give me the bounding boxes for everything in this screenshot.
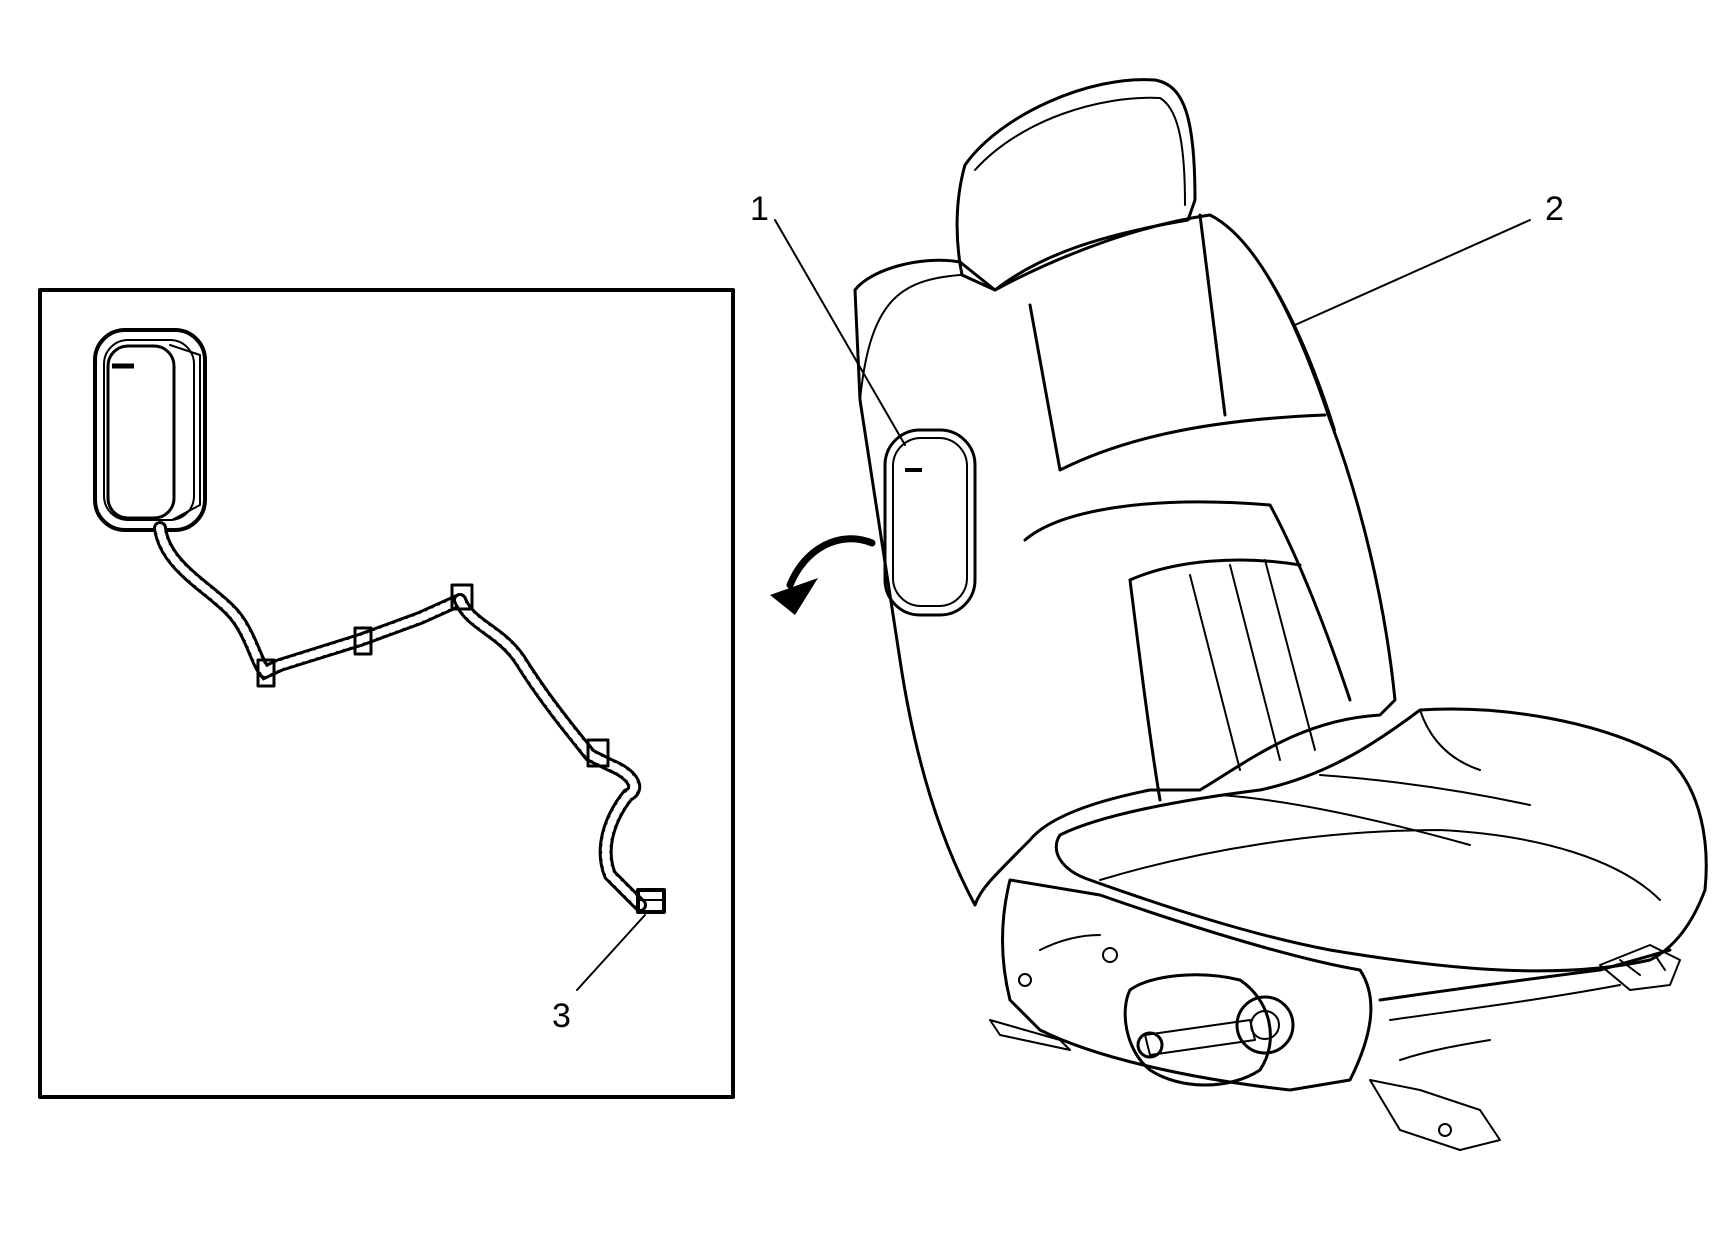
removal-arrow	[770, 535, 876, 615]
seat-base	[989, 878, 1681, 1151]
detail-inset: 3	[38, 288, 735, 1099]
leader-line-3	[576, 914, 646, 991]
seat-back	[853, 213, 1397, 907]
side-airbag-panel	[883, 428, 977, 617]
seat-cushion	[1054, 707, 1708, 973]
callout-1: 1	[750, 190, 769, 228]
leader-line-1	[774, 219, 906, 446]
seat-assembly: 1 2	[750, 78, 1708, 1151]
callout-2: 2	[1545, 190, 1564, 228]
airbag-module	[93, 328, 207, 532]
headrest	[955, 78, 1197, 292]
wiring-harness	[153, 521, 666, 914]
callout-3: 3	[552, 997, 571, 1035]
inset-frame	[38, 288, 735, 1099]
harness-connector	[636, 888, 666, 914]
leader-line-2	[1294, 219, 1531, 326]
